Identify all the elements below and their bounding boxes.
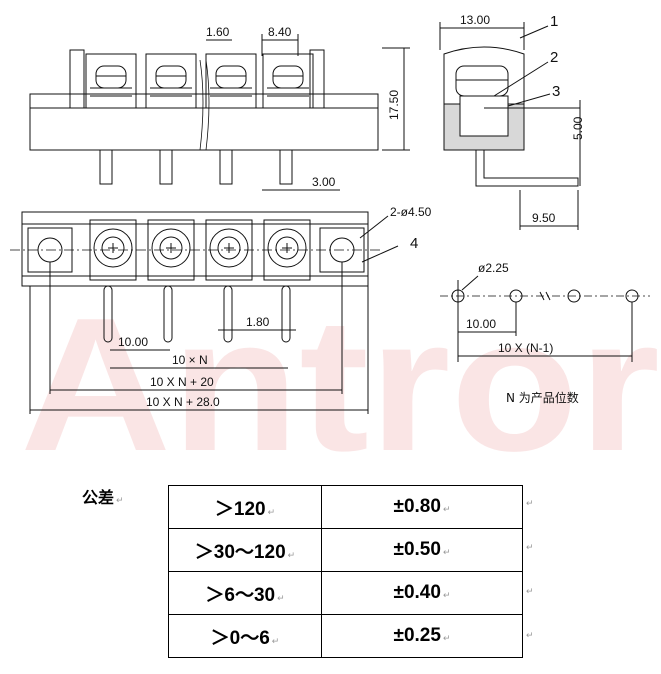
tolerance-range: ＞120↵ [168,485,322,529]
dim-pin-width: 1.80 [246,315,270,329]
row-mark: ↵ [526,586,534,596]
dim-n28: 10 X N + 28.0 [146,395,220,409]
dim-hole-note: 2-ø4.50 [390,205,432,219]
footprint-view [440,275,650,362]
top-view [10,211,399,414]
tolerance-table: ＞120↵ ±0.80↵ ＞30～120↵ ±0.50↵ ＞6～30↵ ±0.4… [168,485,523,658]
watermark-text: Antror [20,279,660,491]
row-mark: ↵ [526,542,534,552]
dim-pin-spacing: 10.00 [118,335,148,349]
callout-3: 3 [552,83,560,100]
front-screw-units [85,53,314,109]
dim-height: 17.50 [387,90,401,120]
table-row: ＞0～6↵ ±0.25↵ [168,614,523,658]
callout-1: 1 [550,13,558,30]
dim-n20: 10 X N + 20 [150,375,214,389]
row-mark: ↵ [526,498,534,508]
row-mark: ↵ [526,630,534,640]
dim-pin-offset: 3.00 [312,175,336,189]
front-view [29,34,410,191]
callout-4: 4 [410,235,418,252]
table-row: ＞6～30↵ ±0.40↵ [168,571,523,615]
dim-pitch: 8.40 [268,25,292,39]
tolerance-range: ＞6～30↵ [168,571,322,615]
dim-side-foot: 9.50 [532,211,556,225]
tolerance-value: ±0.80↵ [321,485,523,529]
dim-side-width: 13.00 [460,13,490,27]
dim-pitch-top: 1.60 [206,25,230,39]
dim-fp-spacing: 10.00 [466,317,496,331]
table-row: ＞120↵ ±0.80↵ [168,485,523,529]
dim-side-pin-height: 5.00 [571,116,585,140]
note-n: N 为产品位数 [506,390,579,405]
tolerance-value: ±0.50↵ [321,528,523,572]
callout-2: 2 [550,49,558,66]
tolerance-label: 公差↵ [82,488,124,507]
side-view [439,22,581,230]
dim-n: 10 × N [172,353,208,367]
dim-hole-dia: ø2.25 [478,261,509,275]
table-row: ＞30～120↵ ±0.50↵ [168,528,523,572]
dim-fp-total: 10 X (N-1) [498,341,553,355]
tolerance-range: ＞0～6↵ [168,614,322,658]
tolerance-range: ＞30～120↵ [168,528,322,572]
tolerance-value: ±0.40↵ [321,571,523,615]
tolerance-value: ±0.25↵ [321,614,523,658]
